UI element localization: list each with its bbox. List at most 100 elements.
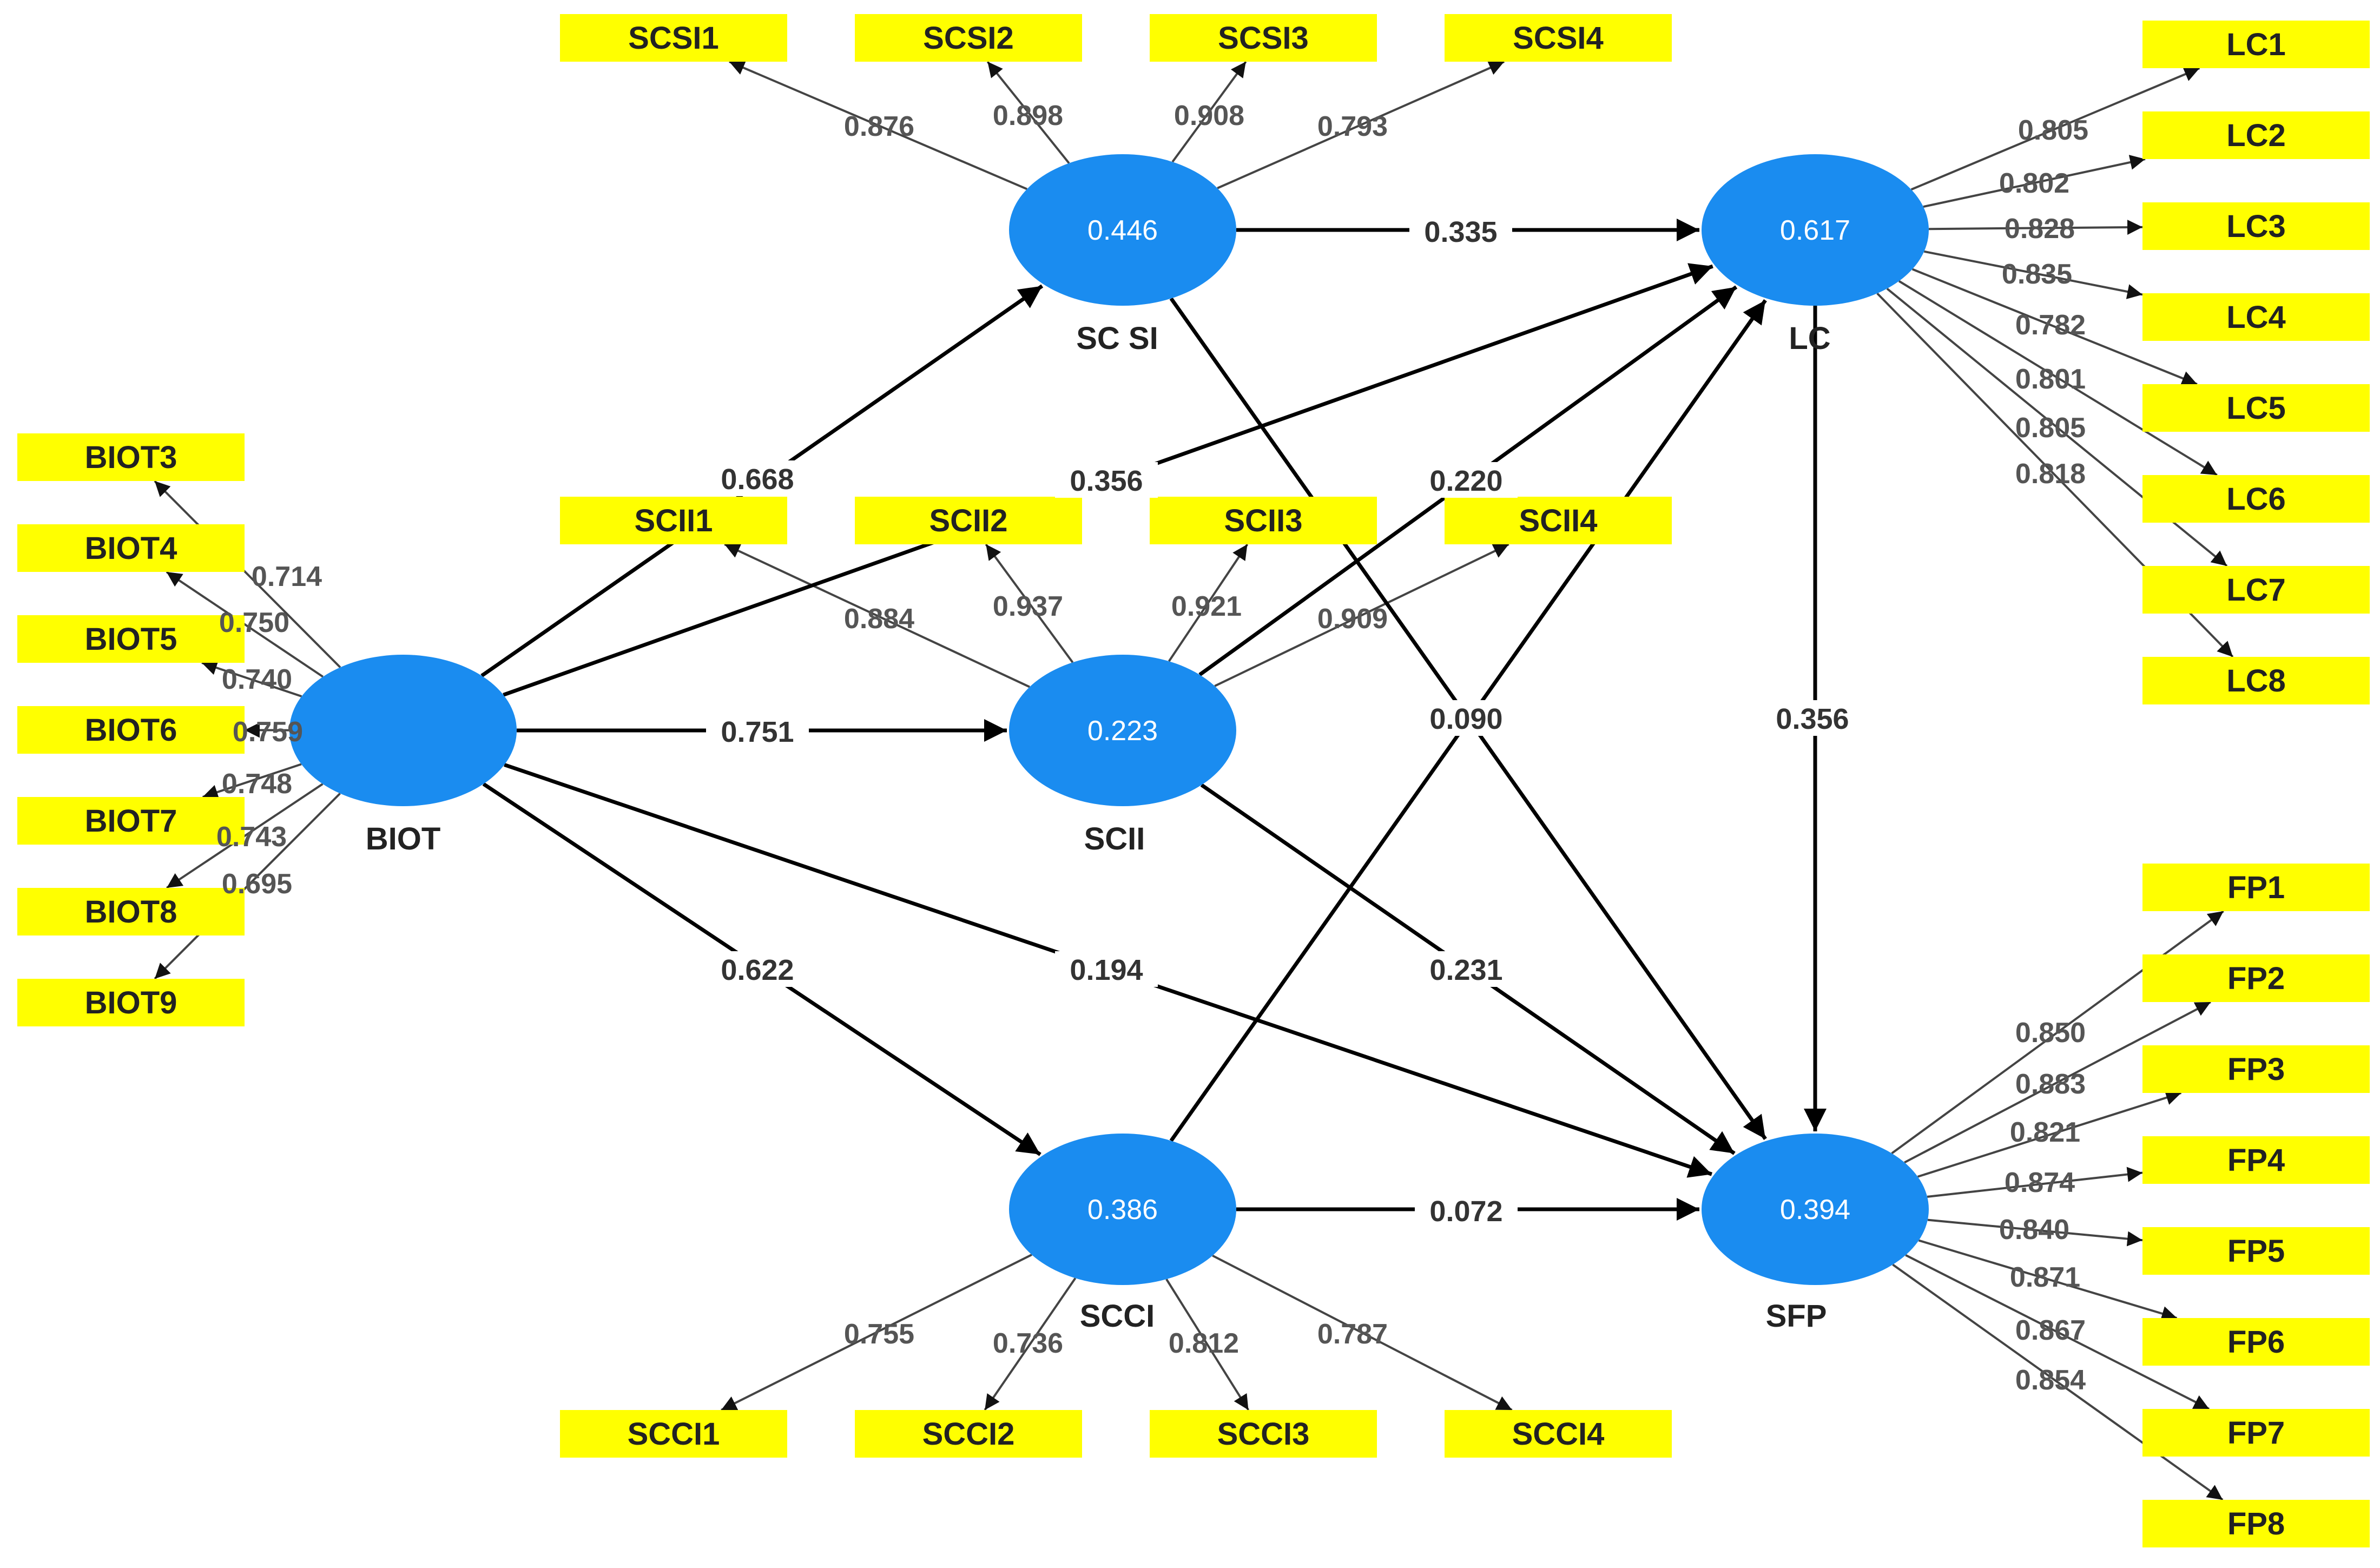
loading-arrow-scci1: [721, 1254, 1032, 1411]
loading-value-fp5: 0.840: [1999, 1214, 2069, 1246]
path-coefficient-biot-sfp: 0.194: [1070, 954, 1143, 986]
loading-value-scci2: 0.736: [993, 1328, 1063, 1359]
indicator-label-scci2: SCCI2: [922, 1417, 1015, 1452]
loading-value-lc4: 0.835: [2002, 259, 2072, 290]
indicator-box-fp1: [2142, 864, 2370, 911]
loading-value-scsi4: 0.793: [1317, 111, 1388, 142]
loading-value-fp4: 0.874: [2005, 1167, 2075, 1198]
latent-node-scii: [1009, 655, 1236, 806]
latent-r2-lc: 0.617: [1780, 215, 1850, 246]
loading-arrow-biot4: [166, 571, 324, 678]
indicator-box-biot8: [17, 888, 245, 935]
path-coefficient-lc-sfp: 0.356: [1776, 703, 1849, 735]
path-coefficient-biot-scci: 0.622: [721, 954, 794, 986]
loading-arrow-scii3: [1168, 543, 1249, 662]
path-coefficient-background: [1055, 951, 1158, 987]
indicator-label-biot4: BIOT4: [85, 531, 177, 566]
loading-value-lc1: 0.805: [2018, 115, 2088, 146]
loading-arrow-scii2: [985, 543, 1074, 663]
path-coefficient-scci-sfp: 0.072: [1429, 1195, 1502, 1228]
loading-value-fp7: 0.867: [2015, 1315, 2086, 1346]
indicator-label-fp1: FP1: [2227, 870, 2285, 905]
indicator-layer: BIOT3BIOT4BIOT5BIOT6BIOT7BIOT8BIOT9SCSI1…: [17, 14, 2370, 1547]
indicator-box-scci4: [1445, 1410, 1672, 1458]
loading-value-fp3: 0.821: [2010, 1117, 2080, 1148]
latent-r2-scsi: 0.446: [1087, 215, 1158, 246]
loading-value-lc6: 0.801: [2015, 364, 2086, 395]
loading-arrow-lc2: [1923, 155, 2146, 208]
loading-arrow-scsi2: [986, 61, 1070, 164]
loading-arrow-lc4: [1923, 250, 2143, 299]
indicator-label-lc5: LC5: [2226, 391, 2286, 426]
indicator-box-lc5: [2142, 384, 2370, 432]
latent-node-scsi: [1009, 154, 1236, 306]
indicator-box-lc1: [2142, 21, 2370, 68]
loading-arrow-biot8: [166, 783, 324, 889]
loading-arrow-biot3: [154, 480, 341, 668]
indicator-box-scci2: [855, 1410, 1082, 1458]
latent-name-scci: SCCI: [1080, 1299, 1155, 1334]
indicator-label-scii3: SCII3: [1224, 503, 1302, 538]
indicator-box-biot9: [17, 979, 245, 1026]
latent-r2-scii: 0.223: [1087, 715, 1158, 747]
indicator-label-biot3: BIOT3: [85, 440, 177, 475]
indicator-box-fp7: [2142, 1409, 2370, 1457]
loading-value-biot3: 0.714: [252, 561, 322, 592]
path-coefficient-background: [1415, 1193, 1518, 1228]
loading-arrow-lc6: [1898, 280, 2218, 476]
loading-arrow-scci4: [1212, 1254, 1513, 1411]
indicator-label-lc1: LC1: [2226, 27, 2286, 62]
loading-layer: [154, 61, 2234, 1501]
indicator-label-scci4: SCCI4: [1512, 1417, 1605, 1452]
indicator-label-biot9: BIOT9: [85, 985, 177, 1020]
indicator-label-scii4: SCII4: [1519, 503, 1597, 538]
loading-arrow-biot9: [154, 793, 341, 980]
indicator-box-scci1: [560, 1410, 787, 1458]
path-coefficient-biot-scii: 0.751: [721, 716, 794, 748]
loading-value-fp8: 0.854: [2015, 1365, 2086, 1396]
loading-arrow-fp2: [1904, 1001, 2211, 1164]
loading-value-scii4: 0.909: [1317, 603, 1388, 635]
loading-value-lc8: 0.818: [2015, 458, 2086, 490]
indicator-label-fp5: FP5: [2227, 1234, 2285, 1269]
loading-value-biot5: 0.740: [222, 664, 292, 695]
indicator-box-scii4: [1445, 497, 1672, 544]
indicator-label-scsi1: SCSI1: [628, 21, 719, 56]
latent-r2-scci: 0.386: [1087, 1194, 1158, 1226]
loading-arrow-biot7: [202, 763, 302, 800]
latent-node-scci: [1009, 1134, 1236, 1285]
path-coefficient-scii-sfp: 0.231: [1429, 954, 1502, 986]
indicator-label-lc6: LC6: [2226, 482, 2286, 517]
indicator-label-scii2: SCII2: [929, 503, 1007, 538]
loading-arrow-biot5: [201, 660, 302, 697]
indicator-box-lc8: [2142, 657, 2370, 704]
indicator-box-lc7: [2142, 566, 2370, 614]
path-coefficient-scsi-lc: 0.335: [1424, 216, 1497, 248]
path-coefficient-background: [706, 460, 809, 496]
indicator-label-scsi3: SCSI3: [1218, 21, 1309, 56]
indicator-label-lc8: LC8: [2226, 663, 2286, 699]
path-coefficient-biot-lc: 0.356: [1070, 465, 1143, 497]
latent-name-scii: SCII: [1084, 821, 1145, 857]
loading-value-biot4: 0.750: [219, 607, 289, 638]
loading-value-biot6: 0.759: [233, 716, 303, 748]
indicator-label-biot7: BIOT7: [85, 803, 177, 839]
loading-value-fp2: 0.883: [2015, 1069, 2086, 1100]
path-coefficient-background: [1409, 213, 1512, 249]
loading-value-fp6: 0.871: [2010, 1262, 2080, 1293]
latent-node-lc: [1702, 154, 1929, 306]
loading-arrow-scsi1: [729, 61, 1028, 190]
loading-arrow-scii1: [724, 543, 1030, 688]
loading-arrow-fp5: [1927, 1218, 2143, 1247]
indicator-label-scci1: SCCI1: [628, 1417, 720, 1452]
indicator-box-biot4: [17, 524, 245, 572]
indicator-box-scii3: [1150, 497, 1377, 544]
loading-arrow-lc5: [1911, 268, 2198, 386]
indicator-box-lc6: [2142, 475, 2370, 523]
indicator-label-fp6: FP6: [2227, 1325, 2285, 1360]
indicator-box-fp2: [2142, 954, 2370, 1002]
path-coefficient-background: [706, 951, 809, 987]
loading-value-biot8: 0.743: [216, 821, 287, 853]
loading-value-scii1: 0.884: [844, 603, 914, 635]
